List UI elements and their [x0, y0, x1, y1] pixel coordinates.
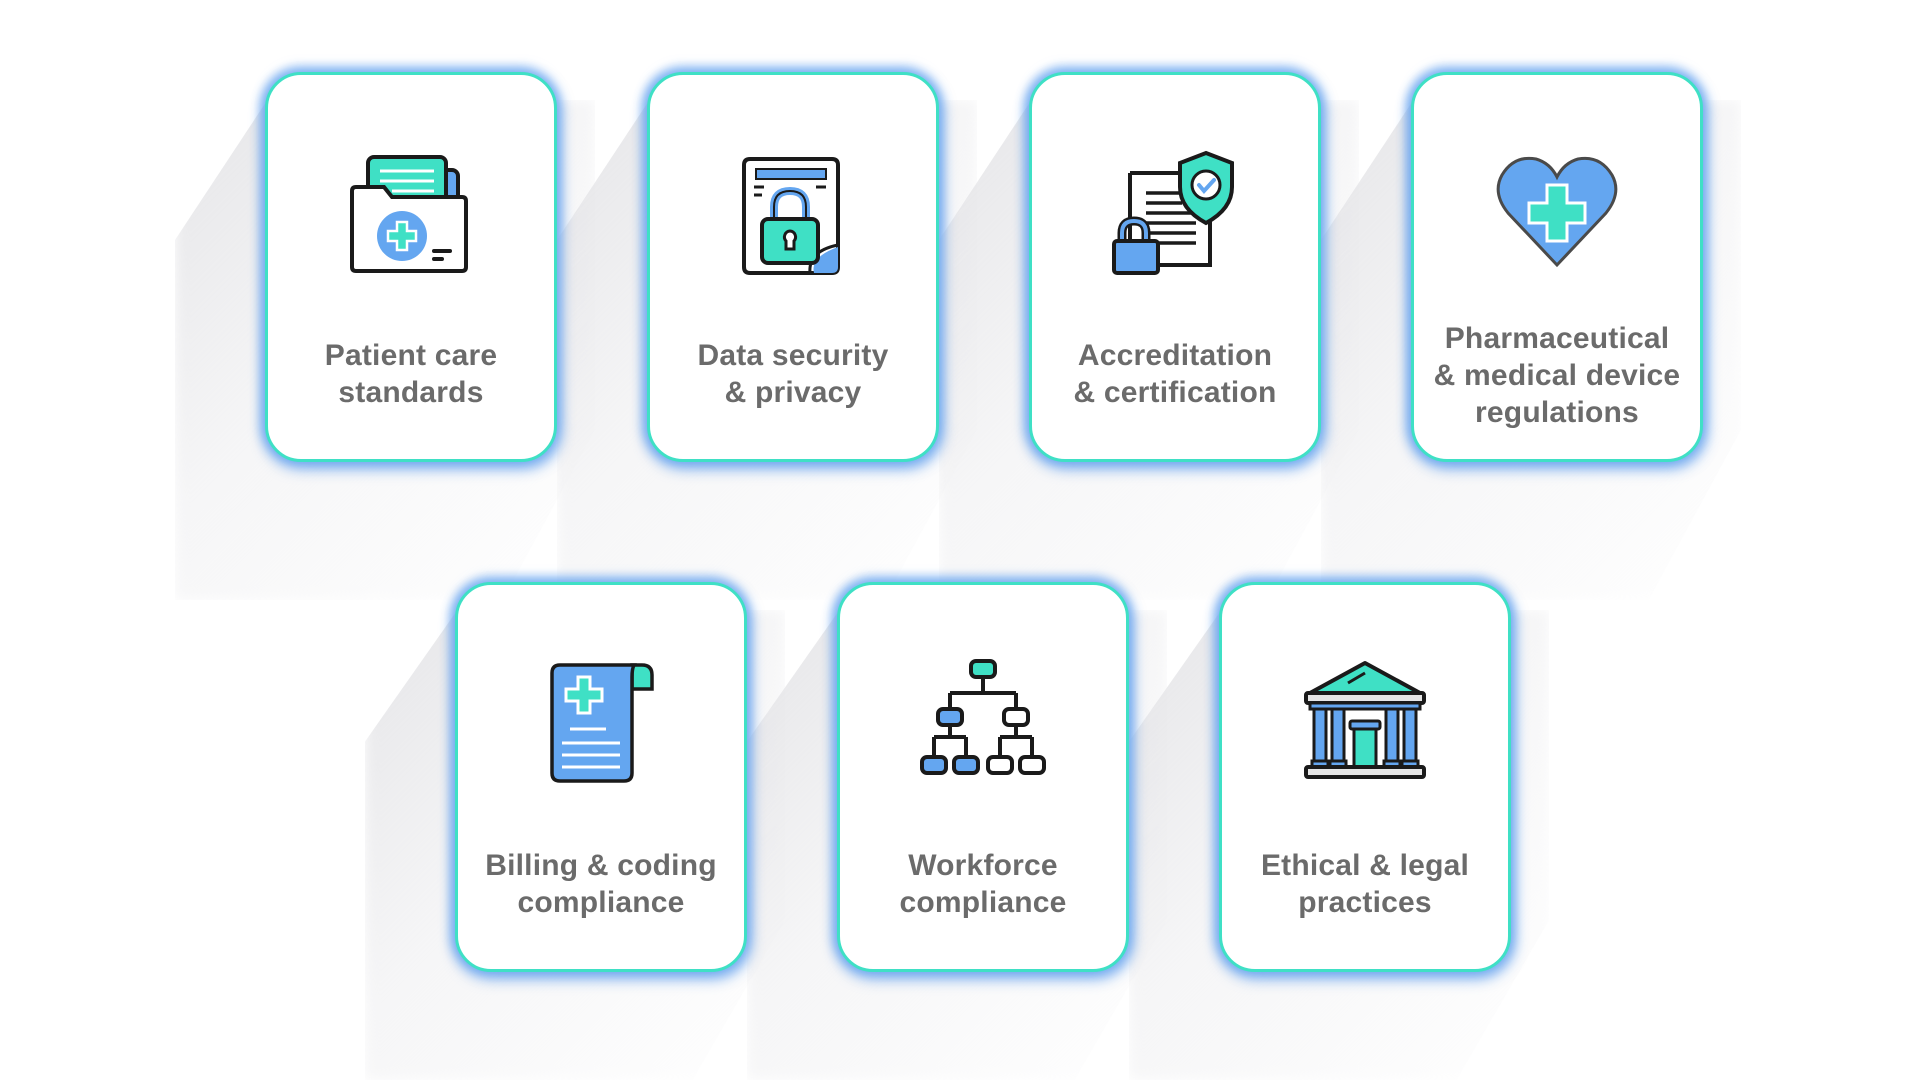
card-billing[interactable]: Billing & coding compliance [455, 582, 747, 972]
card-label-line: compliance [517, 886, 685, 919]
card-label-line: & certification [1073, 376, 1277, 409]
card-pharma[interactable]: Pharmaceutical & medical device regulati… [1411, 72, 1703, 462]
card-label-line: & medical device [1433, 359, 1681, 392]
card-workforce[interactable]: Workforce compliance [837, 582, 1129, 972]
courthouse-icon [1300, 657, 1430, 787]
medical-folder-icon [346, 147, 476, 277]
card-label: Patient care standards [278, 337, 544, 411]
card-label: Accreditation & certification [1042, 337, 1308, 411]
card-label-line: Pharmaceutical [1444, 322, 1670, 355]
card-label: Pharmaceutical & medical device regulati… [1424, 320, 1690, 431]
card-data-security[interactable]: Data security & privacy [647, 72, 939, 462]
card-label: Billing & coding compliance [468, 847, 734, 921]
locked-document-icon [728, 147, 858, 277]
card-label: Workforce compliance [850, 847, 1116, 921]
card-label-line: regulations [1475, 396, 1639, 429]
org-chart-icon [918, 657, 1048, 787]
card-label-line: standards [338, 376, 484, 409]
card-label-line: Patient care [324, 339, 498, 372]
card-ethical[interactable]: Ethical & legal practices [1219, 582, 1511, 972]
card-label: Data security & privacy [660, 337, 926, 411]
heart-medical-cross-icon [1492, 147, 1622, 277]
card-label-line: compliance [899, 886, 1067, 919]
card-label-line: & privacy [724, 376, 862, 409]
card-label-line: Data security [697, 339, 889, 372]
card-label-line: Ethical & legal [1260, 849, 1470, 882]
card-accreditation[interactable]: Accreditation & certification [1029, 72, 1321, 462]
card-label: Ethical & legal practices [1232, 847, 1498, 921]
card-label-line: practices [1298, 886, 1432, 919]
certified-document-shield-icon [1110, 147, 1240, 277]
card-patient-care[interactable]: Patient care standards [265, 72, 557, 462]
card-label-line: Accreditation [1077, 339, 1273, 372]
card-label-line: Billing & coding [485, 849, 717, 882]
card-label-line: Workforce [908, 849, 1058, 882]
medical-bill-scroll-icon [536, 657, 666, 787]
